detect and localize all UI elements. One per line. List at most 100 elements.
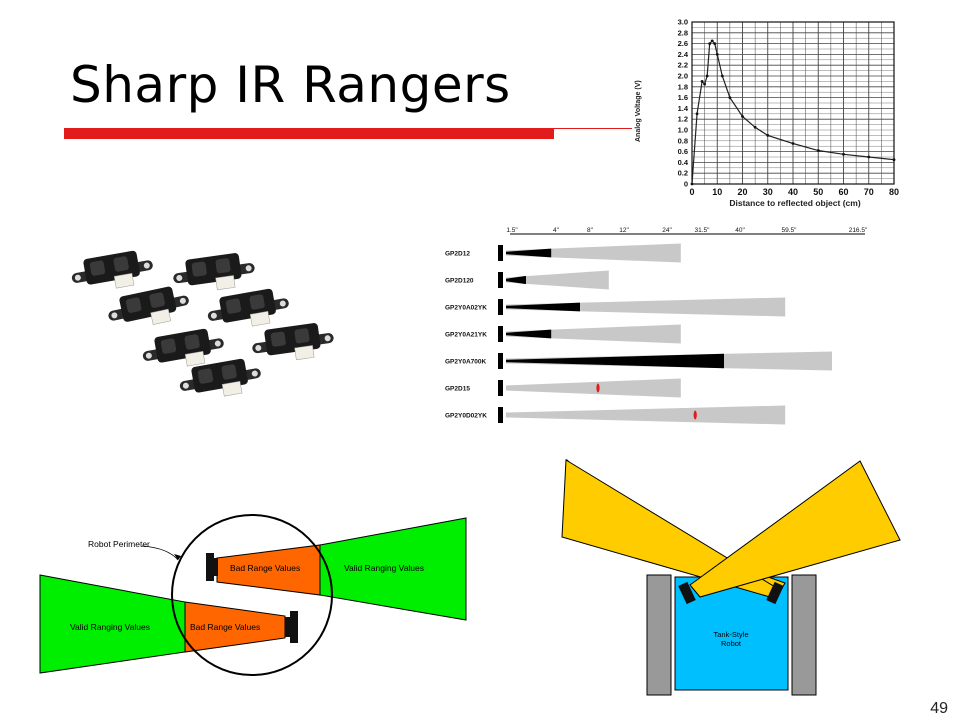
sensor-icon	[498, 299, 503, 315]
chart-x-tick-label: 80	[889, 187, 899, 197]
arrowhead	[174, 554, 181, 560]
right-sensor	[766, 581, 784, 605]
chart-y-tick-label: 1.0	[678, 126, 688, 135]
chart-x-axis-label: Distance to reflected object (cm)	[729, 198, 860, 208]
chart-y-tick-label: 0.6	[678, 147, 688, 156]
sensor-icon	[498, 407, 503, 423]
chart-x-tick-label: 50	[813, 187, 823, 197]
range-cone	[506, 324, 681, 344]
sensor-name-label: GP2Y0D02YK	[445, 413, 487, 420]
title-underline	[64, 128, 554, 139]
chart-y-tick-label: 2.0	[678, 72, 688, 81]
yellow-beam-right	[689, 460, 901, 598]
title-underline-thin	[554, 128, 634, 129]
chart-point	[708, 42, 712, 45]
page-number: 49	[930, 700, 948, 717]
range-row: GP2Y0A02YK	[445, 297, 786, 317]
upper-sensor-mount	[214, 558, 218, 576]
lower-sensor	[290, 611, 298, 643]
chart-y-tick-label: 0.8	[678, 136, 688, 145]
chart-frame	[691, 21, 895, 185]
threshold-marker	[693, 410, 697, 420]
voltage-distance-chart: 00.20.40.60.81.01.21.41.61.82.02.22.42.6…	[632, 12, 907, 210]
sensor-icon	[498, 326, 503, 342]
ir-sensor-unit	[142, 328, 224, 367]
range-tick-labels: 1.5"4"8"12"24"31.5"40"59.5"216.5"	[506, 227, 868, 234]
upper-sensor	[206, 553, 214, 581]
robot-perimeter-circle	[171, 514, 333, 676]
sensor-name-label: GP2Y0A02YK	[445, 305, 487, 312]
chart-point	[705, 74, 709, 78]
left-sensor	[678, 581, 696, 605]
chart-point	[713, 42, 717, 45]
upper-bad-range-label: Bad Range Values	[230, 563, 300, 573]
chart-point	[720, 74, 724, 78]
dead-zone	[506, 329, 552, 339]
chart-y-tick-label: 1.8	[678, 82, 688, 91]
chart-x-tick-label: 40	[788, 187, 798, 197]
range-row: GP2D15	[445, 378, 681, 398]
chart-point	[842, 152, 845, 156]
chart-point	[766, 134, 770, 137]
chart-y-tick-label: 1.4	[678, 104, 689, 113]
robot-perimeter-diagram: Robot Perimeter Bad Range Values Valid R…	[39, 514, 467, 676]
chart-grid	[691, 21, 895, 185]
chart-point	[728, 96, 732, 99]
chart-point	[700, 80, 704, 83]
chart-y-tick-label: 0	[684, 180, 688, 189]
chart-points	[690, 39, 896, 186]
range-tick-label: 12"	[619, 227, 629, 234]
lower-bad-range-cone	[184, 601, 286, 653]
tank-robot-diagram: Tank-Style Robot	[561, 458, 901, 696]
slide-title: Sharp IR Rangers	[70, 56, 511, 114]
chart-y-tick-label: 1.2	[678, 115, 688, 124]
chart-x-tick-label: 30	[763, 187, 773, 197]
chart-x-tick-label: 20	[737, 187, 747, 197]
chart-y-tick-label: 2.6	[678, 39, 688, 48]
chart-y-tick-label: 1.6	[678, 93, 688, 102]
chart-y-tick-label: 0.4	[678, 158, 689, 167]
chart-point	[867, 155, 871, 159]
range-tick-label: 59.5"	[782, 227, 798, 234]
range-tick-label: 40"	[735, 227, 745, 234]
chart-y-tick-label: 2.4	[678, 50, 689, 59]
range-cone	[506, 405, 786, 425]
robot-perimeter-label: Robot Perimeter	[88, 539, 150, 549]
range-row: GP2Y0A700K	[445, 351, 832, 371]
sensor-icon	[498, 272, 503, 288]
sensor-icon	[498, 353, 503, 369]
chart-x-tick-label: 70	[864, 187, 874, 197]
range-row: GP2D12	[445, 243, 681, 263]
chart-point	[741, 115, 744, 118]
dead-zone	[506, 248, 552, 258]
chart-point	[892, 158, 896, 162]
chart-point	[816, 149, 820, 152]
sensor-icon	[498, 380, 503, 396]
lower-sensor-mount	[285, 617, 290, 637]
left-tread	[646, 574, 672, 696]
range-row: GP2Y0A21YK	[445, 324, 681, 344]
ir-sensor-unit	[108, 286, 189, 325]
dead-zone	[506, 275, 526, 285]
sensor-name-label: GP2Y0A21YK	[445, 332, 487, 339]
ir-sensor-unit	[179, 358, 261, 397]
lower-valid-range-label: Valid Ranging Values	[70, 622, 150, 632]
robot-label-line2: Robot	[721, 639, 742, 648]
sensor-photo	[71, 250, 334, 397]
upper-valid-range-label: Valid Ranging Values	[344, 563, 424, 573]
ir-sensor-unit	[71, 250, 153, 289]
range-tick-label: 4"	[553, 227, 560, 234]
chart-x-tick-label: 60	[838, 187, 848, 197]
range-cone	[506, 243, 681, 263]
range-tick-label: 1.5"	[506, 227, 518, 234]
sensor-name-label: GP2D120	[445, 278, 474, 285]
ir-sensor-unit	[252, 323, 334, 361]
range-row: GP2D120	[445, 270, 609, 290]
chart-y-tick-label: 0.2	[678, 169, 688, 178]
upper-valid-range-cone	[319, 517, 467, 621]
lower-bad-range-label: Bad Range Values	[190, 622, 260, 632]
range-tick-label: 31.5"	[695, 227, 711, 234]
ir-sensor-unit	[173, 253, 255, 291]
